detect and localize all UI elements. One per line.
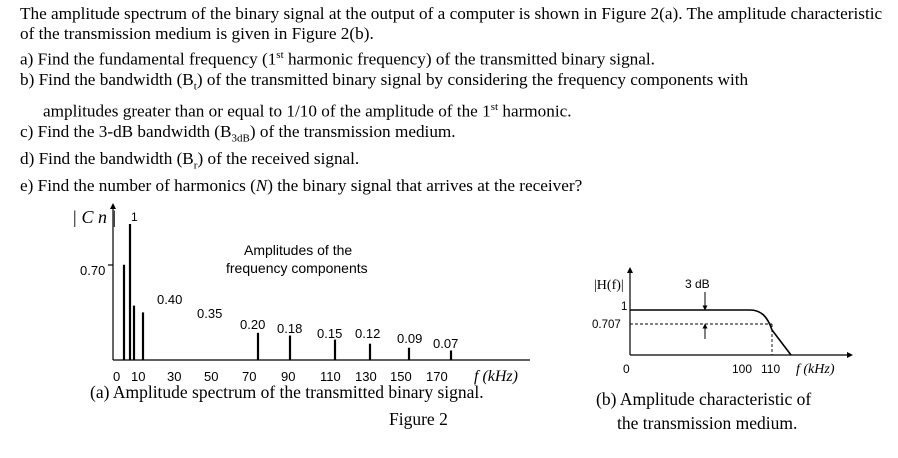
question-c-text: c) Find the 3-dB bandwidth (B bbox=[20, 121, 232, 141]
question-b-line2-sup: st bbox=[490, 100, 499, 113]
x-unit-a: f (kHz) bbox=[474, 368, 518, 385]
question-c: c) Find the 3-dB bandwidth (B3dB) of the… bbox=[20, 122, 886, 149]
transfer-curve bbox=[630, 309, 792, 356]
question-d-sub: r bbox=[193, 159, 198, 172]
origin-label-b: 0 bbox=[623, 362, 630, 376]
3db-label: 3 dB bbox=[685, 277, 710, 291]
x-tick-label-130: 130 bbox=[355, 369, 377, 384]
question-b: b) Find the bandwidth (Bt) of the transm… bbox=[20, 70, 886, 97]
x-tick-label-50: 50 bbox=[204, 369, 218, 384]
annotation-line1: Amplitudes of the bbox=[244, 242, 352, 258]
figure-b: |H(f)| 1 0.707 3 dB 0 100 110 f (kHz) (b… bbox=[592, 267, 853, 433]
bar-label-50: 0.35 bbox=[197, 306, 222, 321]
annotation-line2: frequency components bbox=[226, 260, 368, 276]
question-b-line2: amplitudes greater than or equal to 1/10… bbox=[20, 97, 886, 122]
x-tick-label-30: 30 bbox=[167, 369, 181, 384]
bar-label-90: 0.18 bbox=[277, 321, 302, 336]
x-tick-100-b: 100 bbox=[732, 362, 752, 376]
question-b-line2-end: harmonic. bbox=[498, 101, 572, 121]
x-tick-110-b: 110 bbox=[761, 362, 780, 376]
y-tick-1-b: 1 bbox=[621, 301, 627, 313]
x-tick-label-10: 10 bbox=[131, 369, 145, 384]
question-e-text-end: ) the binary signal that arrives at the … bbox=[267, 175, 583, 195]
bar-label-130: 0.12 bbox=[355, 326, 380, 341]
question-e-text: e) Find the number of harmonics ( bbox=[20, 175, 256, 195]
x-unit-b: f (kHz) bbox=[796, 362, 835, 377]
problem-intro: The amplitude spectrum of the binary sig… bbox=[20, 4, 883, 44]
question-c-sub: 3dB bbox=[231, 132, 250, 145]
x-tick-label-110: 110 bbox=[320, 369, 341, 384]
question-a-text: a) Find the fundamental frequency (1 bbox=[20, 49, 277, 69]
problem-statement: The amplitude spectrum of the binary sig… bbox=[20, 4, 886, 196]
question-a-sup: st bbox=[276, 48, 284, 61]
x-tick-label-170: 170 bbox=[426, 369, 448, 384]
caption-a: (a) Amplitude spectrum of the transmitte… bbox=[90, 382, 484, 402]
spectrum-bars bbox=[122, 224, 453, 360]
spectrum-labels: 1 0.40 0.35 0.20 0.18 0.15 0.12 0.09 0.07 bbox=[131, 210, 458, 351]
x-tick-label-150: 150 bbox=[390, 369, 412, 384]
question-b-line2-text: amplitudes greater than or equal to 1/10… bbox=[43, 101, 491, 121]
question-e-var: N bbox=[255, 175, 268, 195]
question-a-text-end: harmonic frequency) of the transmitted b… bbox=[283, 49, 655, 69]
question-d: d) Find the bandwidth (Br) of the receiv… bbox=[20, 149, 886, 176]
caption-b-line1: (b) Amplitude characteristic of bbox=[596, 389, 811, 409]
caption-b-line2: the transmission medium. bbox=[617, 413, 797, 433]
x-tick-label-90: 90 bbox=[281, 369, 295, 384]
figure-a: | C n | 0.70 Amplitudes of the frequency… bbox=[72, 203, 530, 402]
x-tick-label-0: 0 bbox=[113, 369, 120, 384]
question-c-text-end: ) of the transmission medium. bbox=[249, 121, 456, 141]
y-axis-label-a: | C n | bbox=[72, 207, 116, 227]
y-tick-0707-b: 0.707 bbox=[592, 319, 621, 331]
x-ticks-a: 0 10 30 50 70 90 110 130 150 170 bbox=[113, 369, 448, 384]
question-b-text-mid: ) of the transmitted binary signal by co… bbox=[196, 69, 749, 89]
question-b-text: b) Find the bandwidth (B bbox=[20, 69, 194, 89]
question-a: a) Find the fundamental frequency (1st h… bbox=[20, 45, 886, 70]
question-e: e) Find the number of harmonics (N) the … bbox=[20, 176, 886, 196]
top-value-label: 1 bbox=[131, 210, 138, 224]
y-tick-label-070: 0.70 bbox=[80, 263, 105, 278]
x-tick-label-70: 70 bbox=[242, 369, 256, 384]
bar-label-170: 0.07 bbox=[433, 336, 458, 351]
y-axis-label-b: |H(f)| bbox=[594, 278, 624, 293]
figure-caption: Figure 2 bbox=[389, 409, 448, 429]
question-b-sub: t bbox=[193, 80, 197, 93]
bar-label-150: 0.09 bbox=[397, 331, 422, 346]
bar-label-110: 0.15 bbox=[317, 326, 342, 341]
question-d-text-end: ) of the received signal. bbox=[197, 148, 360, 168]
bar-label-70: 0.20 bbox=[240, 317, 265, 332]
question-d-text: d) Find the bandwidth (B bbox=[20, 148, 194, 168]
bar-label-30: 0.40 bbox=[157, 292, 182, 307]
